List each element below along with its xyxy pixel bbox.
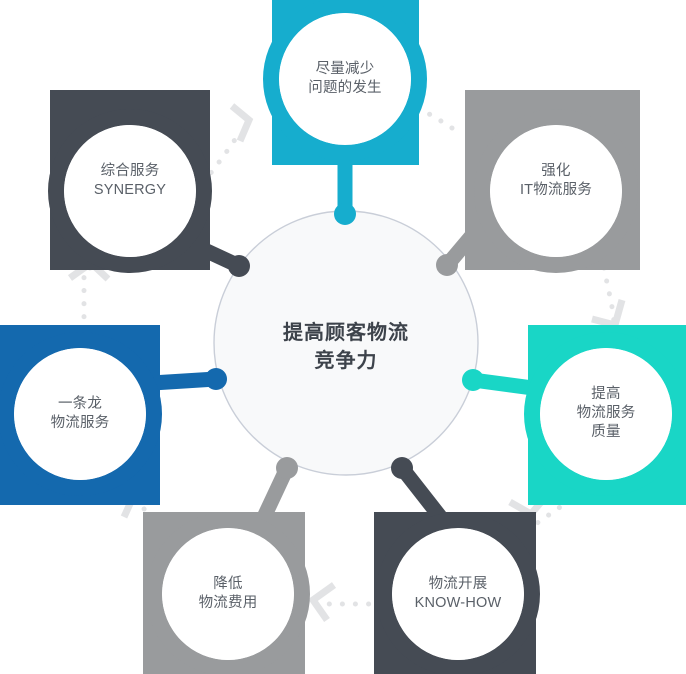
arrow-top-right-to-right-path (601, 265, 617, 329)
ring-reduce-logistics-cost (146, 512, 310, 674)
face-logistics-knowhow (392, 528, 524, 660)
face-reduce-logistics-cost (162, 528, 294, 660)
spoke-dot-left (205, 368, 227, 390)
face-one-stop-logistics (14, 348, 146, 480)
ring-minimize-problems (263, 0, 427, 161)
face-strengthen-it-logistics (490, 125, 622, 257)
ring-strengthen-it-logistics (474, 109, 638, 273)
ring-one-stop-logistics (0, 332, 162, 496)
arrowhead-top (229, 103, 254, 143)
node-faces (14, 13, 672, 660)
ring-improve-service-quality (524, 332, 686, 496)
ring-integrated-service-synergy (48, 109, 212, 273)
face-improve-service-quality (540, 348, 672, 480)
spoke-dot-top-right (436, 254, 458, 276)
hub-circle (213, 210, 479, 476)
spoke-dot-bottom-left (276, 457, 298, 479)
spoke-dot-bottom-right (391, 457, 413, 479)
arrowhead-right (591, 299, 626, 330)
spoke-dot-top (334, 203, 356, 225)
spoke-dots (205, 203, 484, 479)
face-minimize-problems (279, 13, 411, 145)
ring-logistics-knowhow (376, 512, 540, 674)
spoke-dot-right (462, 369, 484, 391)
arrowhead-bottom-left (308, 582, 337, 623)
face-integrated-service-synergy (64, 125, 196, 257)
spoke-dot-top-left (228, 255, 250, 277)
